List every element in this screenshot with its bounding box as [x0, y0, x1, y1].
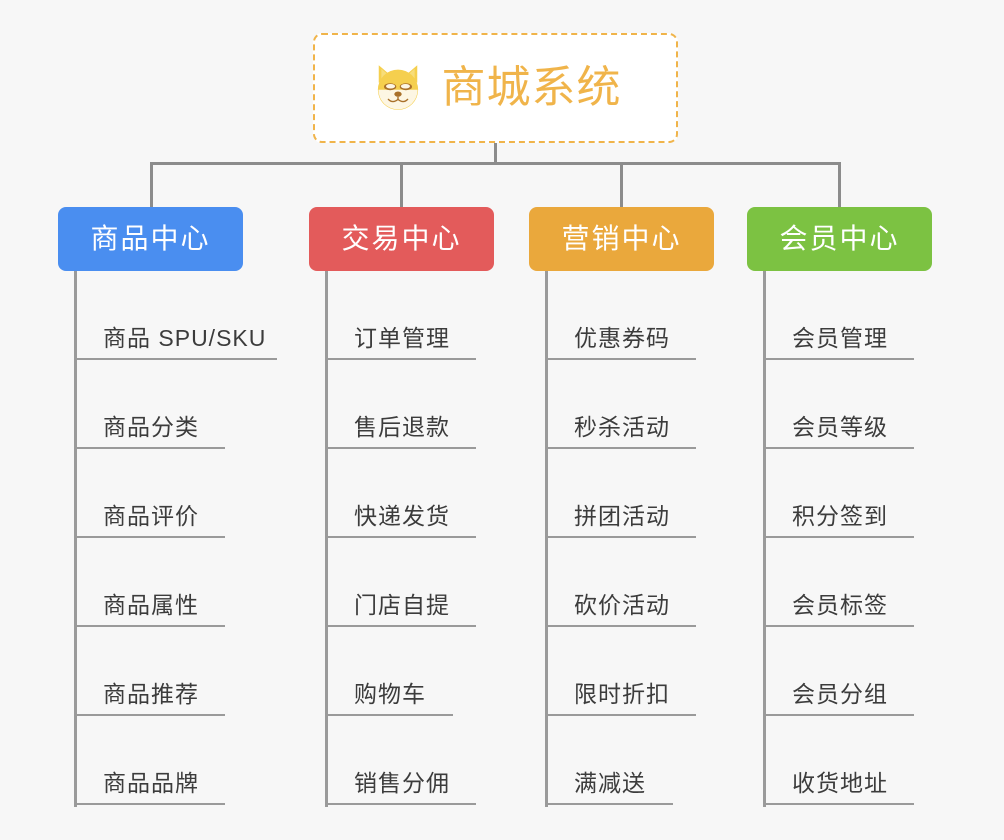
leaf-spine-member-center [763, 271, 766, 807]
leaf-label: 订单管理 [354, 325, 450, 351]
connector-drop-member-center [838, 162, 841, 207]
leaf-underline [325, 358, 476, 360]
leaf-underline [545, 803, 673, 805]
leaf-label: 优惠券码 [574, 325, 670, 351]
leaf-label: 销售分佣 [354, 770, 450, 796]
connector-drop-trade-center [400, 162, 403, 207]
leaf-item[interactable]: 商品评价 [74, 449, 304, 538]
leaf-list-trade-center: 订单管理 售后退款 快递发货 门店自提 购物车 销售分佣 [325, 271, 555, 805]
category-label: 商品中心 [90, 223, 211, 254]
leaf-label: 积分签到 [792, 503, 888, 529]
shiba-dog-icon [377, 65, 418, 110]
leaf-item[interactable]: 会员分组 [763, 627, 993, 716]
leaf-spine-marketing-center [545, 271, 548, 807]
leaf-underline [545, 714, 696, 716]
leaf-item[interactable]: 限时折扣 [545, 627, 775, 716]
leaf-item[interactable]: 优惠券码 [545, 271, 775, 360]
leaf-item[interactable]: 会员等级 [763, 360, 993, 449]
leaf-underline [545, 358, 696, 360]
leaf-label: 会员分组 [792, 681, 888, 707]
leaf-item[interactable]: 商品品牌 [74, 716, 304, 805]
leaf-item[interactable]: 积分签到 [763, 449, 993, 538]
leaf-label: 会员标签 [792, 592, 888, 618]
leaf-item[interactable]: 收货地址 [763, 716, 993, 805]
leaf-underline [763, 803, 914, 805]
leaf-spine-trade-center [325, 271, 328, 807]
leaf-list-member-center: 会员管理 会员等级 积分签到 会员标签 会员分组 收货地址 [763, 271, 993, 805]
leaf-label: 限时折扣 [574, 681, 670, 707]
leaf-spine-product-center [74, 271, 77, 807]
leaf-label: 购物车 [354, 681, 426, 707]
category-header-member-center[interactable]: 会员中心 [747, 207, 932, 271]
category-header-product-center[interactable]: 商品中心 [58, 207, 243, 271]
leaf-underline [763, 447, 914, 449]
leaf-underline [763, 536, 914, 538]
leaf-item[interactable]: 商品推荐 [74, 627, 304, 716]
leaf-underline [763, 625, 914, 627]
leaf-label: 售后退款 [354, 414, 450, 440]
leaf-underline [545, 536, 696, 538]
leaf-label: 商品品牌 [103, 770, 199, 796]
leaf-item[interactable]: 售后退款 [325, 360, 555, 449]
leaf-underline [325, 625, 476, 627]
connector-bus [150, 162, 840, 165]
leaf-item[interactable]: 会员标签 [763, 538, 993, 627]
leaf-item[interactable]: 满减送 [545, 716, 775, 805]
category-header-trade-center[interactable]: 交易中心 [309, 207, 494, 271]
leaf-underline [325, 803, 476, 805]
leaf-underline [545, 625, 696, 627]
leaf-list-marketing-center: 优惠券码 秒杀活动 拼团活动 砍价活动 限时折扣 满减送 [545, 271, 775, 805]
category-label: 会员中心 [779, 223, 900, 254]
leaf-underline [74, 536, 225, 538]
leaf-underline [74, 625, 225, 627]
leaf-item[interactable]: 秒杀活动 [545, 360, 775, 449]
category-label: 交易中心 [341, 223, 462, 254]
category-header-marketing-center[interactable]: 营销中心 [529, 207, 714, 271]
leaf-item[interactable]: 购物车 [325, 627, 555, 716]
leaf-label: 快递发货 [354, 503, 450, 529]
leaf-list-product-center: 商品 SPU/SKU 商品分类 商品评价 商品属性 商品推荐 商品品牌 [74, 271, 304, 805]
leaf-label: 满减送 [574, 770, 646, 796]
leaf-label: 门店自提 [354, 592, 450, 618]
leaf-label: 砍价活动 [574, 592, 670, 618]
leaf-label: 拼团活动 [574, 503, 670, 529]
leaf-underline [74, 803, 225, 805]
leaf-label: 秒杀活动 [574, 414, 670, 440]
leaf-label: 会员管理 [792, 325, 888, 351]
leaf-item[interactable]: 销售分佣 [325, 716, 555, 805]
connector-drop-product-center [150, 162, 153, 207]
leaf-label: 商品分类 [103, 414, 199, 440]
leaf-item[interactable]: 商品分类 [74, 360, 304, 449]
leaf-label: 商品推荐 [103, 681, 199, 707]
leaf-underline [74, 447, 225, 449]
leaf-label: 商品 SPU/SKU [103, 325, 267, 351]
leaf-item[interactable]: 快递发货 [325, 449, 555, 538]
leaf-item[interactable]: 拼团活动 [545, 449, 775, 538]
leaf-underline [763, 714, 914, 716]
leaf-item[interactable]: 商品属性 [74, 538, 304, 627]
leaf-underline [325, 714, 453, 716]
leaf-underline [325, 536, 476, 538]
leaf-label: 商品评价 [103, 503, 199, 529]
leaf-underline [74, 714, 225, 716]
connector-root-stem [494, 143, 497, 164]
leaf-label: 商品属性 [103, 592, 199, 618]
leaf-label: 收货地址 [792, 770, 888, 796]
leaf-underline [325, 447, 476, 449]
leaf-underline [545, 447, 696, 449]
root-node-mall-system[interactable]: 商城系统 [313, 33, 678, 143]
leaf-item[interactable]: 商品 SPU/SKU [74, 271, 304, 360]
category-label: 营销中心 [561, 223, 682, 254]
leaf-underline [74, 358, 277, 360]
root-title: 商城系统 [441, 63, 622, 112]
leaf-item[interactable]: 会员管理 [763, 271, 993, 360]
leaf-item[interactable]: 门店自提 [325, 538, 555, 627]
connector-drop-marketing-center [620, 162, 623, 207]
leaf-underline [763, 358, 914, 360]
leaf-item[interactable]: 订单管理 [325, 271, 555, 360]
leaf-item[interactable]: 砍价活动 [545, 538, 775, 627]
leaf-label: 会员等级 [792, 414, 888, 440]
